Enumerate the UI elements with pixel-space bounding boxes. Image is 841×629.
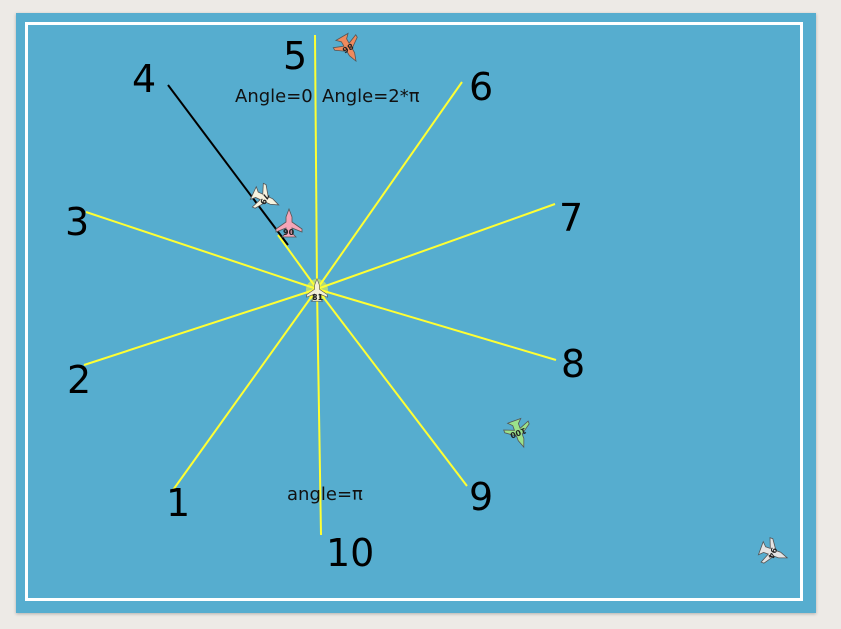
ray-2 <box>83 288 318 366</box>
ray-1 <box>172 288 318 491</box>
game-scene[interactable]: 1 2 3 4 5 6 7 8 9 10 Angle=0 Angle=2*π a… <box>16 13 816 613</box>
ray-label-10: 10 <box>326 531 374 575</box>
ray-label-4: 4 <box>132 57 156 101</box>
ray-label-3: 3 <box>65 200 89 244</box>
player-plane[interactable]: 81 <box>306 278 328 302</box>
ray-8 <box>316 288 557 361</box>
enemy-plane-86[interactable]: 86 <box>330 29 368 69</box>
ray-6 <box>316 81 463 290</box>
enemy-plane-90[interactable]: 90 <box>275 208 303 238</box>
ray-label-9: 9 <box>469 475 493 519</box>
ray-5 <box>314 34 318 290</box>
ray-3 <box>85 211 318 290</box>
enemy-plane-100[interactable]: 100 <box>501 415 537 453</box>
ray-fan <box>83 34 557 536</box>
plane-number: 81 <box>312 293 324 302</box>
ray-label-8: 8 <box>561 342 585 386</box>
plane-number: 79 <box>258 192 271 206</box>
enemy-plane-94[interactable]: 94 <box>755 535 793 571</box>
ray-7 <box>316 203 556 290</box>
angle-note-zero: Angle=0 <box>235 86 313 107</box>
aim-line <box>167 84 289 246</box>
ray-labels: 1 2 3 4 5 6 7 8 9 10 <box>65 34 585 575</box>
ray-label-1: 1 <box>166 481 190 525</box>
ray-10 <box>316 288 322 536</box>
ray-label-5: 5 <box>283 34 307 78</box>
ray-label-6: 6 <box>469 65 493 109</box>
plane-number: 94 <box>766 546 778 560</box>
angle-note-pi: angle=π <box>287 484 363 505</box>
ray-9 <box>316 288 468 487</box>
ray-label-2: 2 <box>67 358 91 402</box>
plane-number: 90 <box>283 228 295 237</box>
ray-label-7: 7 <box>559 196 583 240</box>
ray-4 <box>277 234 318 290</box>
angle-note-two-pi: Angle=2*π <box>322 86 420 107</box>
enemy-plane-79[interactable]: 79 <box>247 180 285 218</box>
arena-border <box>25 22 803 601</box>
game-canvas[interactable]: 1 2 3 4 5 6 7 8 9 10 Angle=0 Angle=2*π a… <box>16 13 816 613</box>
